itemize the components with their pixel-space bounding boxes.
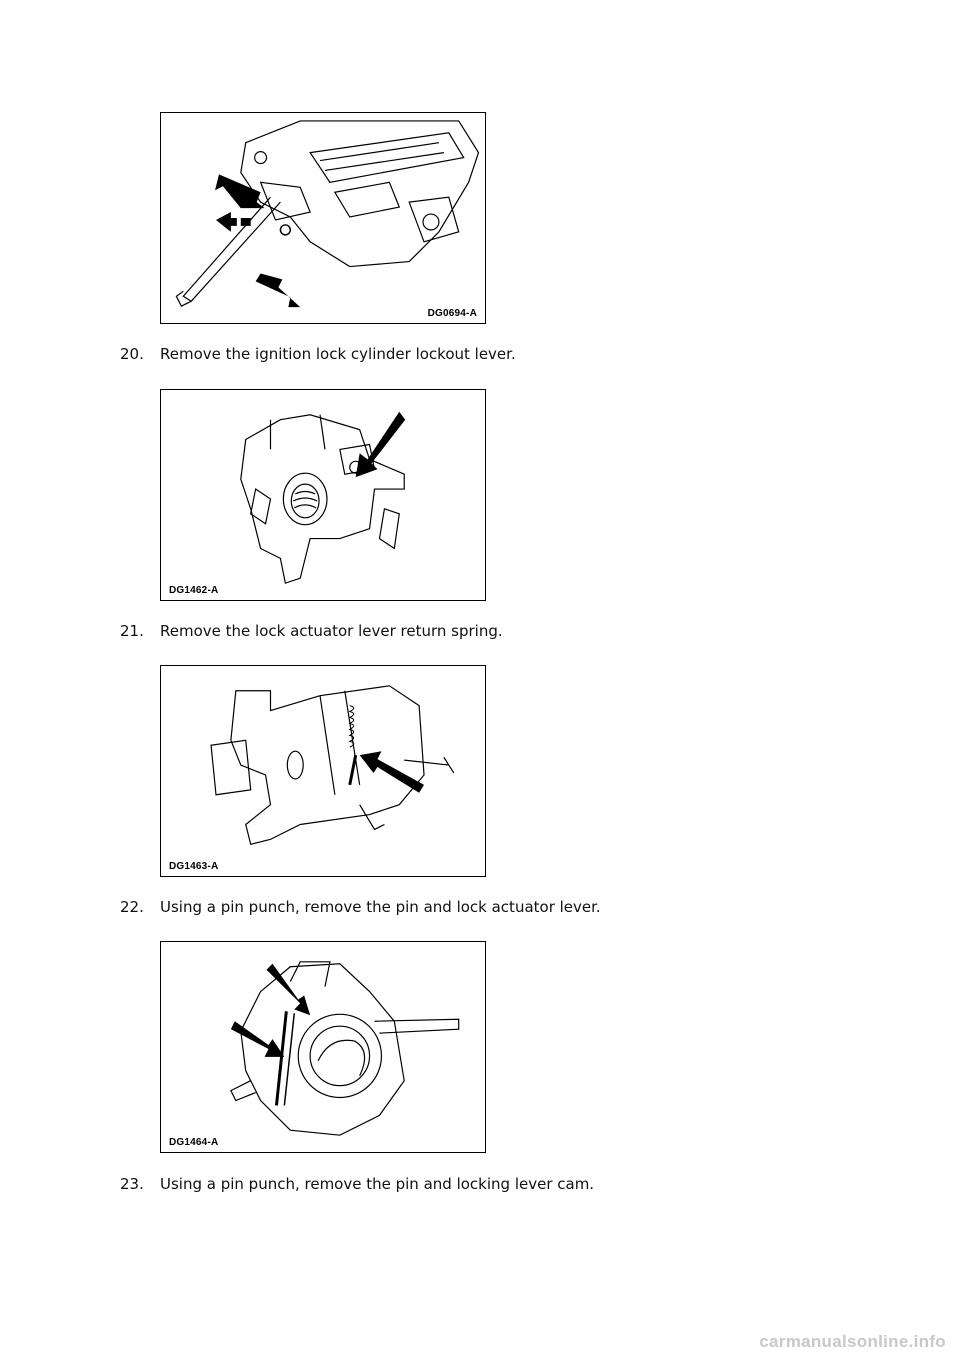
steering-column-illustration <box>175 120 480 308</box>
figure-dg1463: DG1463-A <box>160 665 486 877</box>
figure-id-label: DG1464-A <box>169 1137 219 1148</box>
figure-id-label: DG1462-A <box>169 585 219 596</box>
figure-dg0694: DG0694-A <box>160 112 486 324</box>
step-21: 21. Remove the lock actuator lever return… <box>120 622 503 640</box>
figure-id-label: DG1463-A <box>169 861 219 872</box>
step-number: 22. <box>120 898 144 916</box>
step-number: 21. <box>120 622 144 640</box>
step-text: Using a pin punch, remove the pin and lo… <box>160 898 601 916</box>
step-22: 22. Using a pin punch, remove the pin and… <box>120 898 601 916</box>
actuator-spring-illustration <box>210 685 455 846</box>
step-20: 20. Remove the ignition lock cylinder loc… <box>120 345 516 363</box>
step-number: 20. <box>120 345 144 363</box>
step-text: Remove the ignition lock cylinder lockou… <box>160 345 516 363</box>
step-text: Using a pin punch, remove the pin and lo… <box>160 1175 595 1193</box>
lock-cylinder-housing-illustration <box>240 411 406 584</box>
figure-dg1462: DG1462-A <box>160 389 486 601</box>
figure-id-label: DG0694-A <box>427 308 477 319</box>
step-text: Remove the lock actuator lever return sp… <box>160 622 503 640</box>
step-number: 23. <box>120 1175 144 1193</box>
figure-dg1464: DG1464-A <box>160 941 486 1153</box>
watermark: carmanualsonline.info <box>759 1332 946 1351</box>
pin-punch-illustration <box>230 961 460 1136</box>
step-23: 23. Using a pin punch, remove the pin and… <box>120 1175 594 1193</box>
